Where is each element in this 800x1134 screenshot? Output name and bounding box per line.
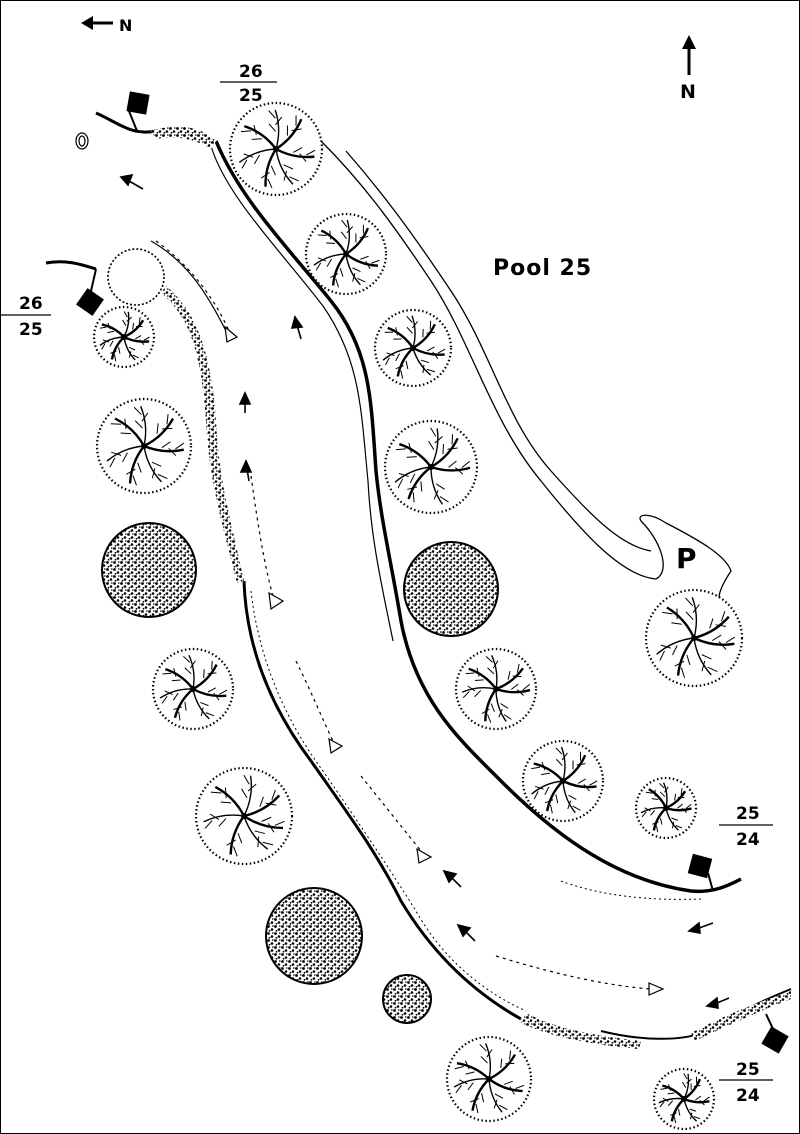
track-left [150,240,227,332]
deciduous-tree-icon [92,305,156,369]
eddy-arrows [119,173,730,1009]
deciduous-tree-icon [373,308,453,388]
parking-loop [639,514,732,599]
deciduous-tree-icon [652,1067,716,1131]
flow-line [295,660,334,742]
beat-lower-number: 24 [736,830,760,850]
eddy-arrow-icon [687,921,701,934]
beat-boundary-right-upper: 25 24 [719,804,773,850]
beat-upper-number: 26 [239,62,263,82]
beat-upper-number: 25 [736,1060,760,1080]
north-arrow-head-icon [81,16,93,30]
flow-line [250,475,274,597]
north-arrow-head-icon [682,35,696,49]
eddy-arrow-icon [239,459,253,473]
bank-shading [151,126,791,1049]
bank-east-main [214,140,742,894]
beat-upper-number: 26 [19,294,43,314]
marker-square-icon [761,1026,789,1054]
bank-left-stub [45,260,97,271]
deciduous-tree-icon [521,739,605,823]
beat-boundary-left: 26 25 [1,294,51,340]
eddy-arrow-icon [442,869,458,884]
deciduous-tree-icon [644,588,744,688]
eddy-arrow-icon [705,996,719,1009]
beat-upper-number: 25 [736,804,760,824]
flow-line [495,955,652,990]
deciduous-tree-icon [228,101,324,197]
beat-lower-number: 24 [736,1086,760,1106]
marker-post [707,872,714,892]
deciduous-tree-icon [95,397,193,495]
eddy-arrow-icon [238,391,252,405]
eddy-arrow-icon [290,315,304,329]
flow-arrows [155,240,665,996]
conifer-tree-icon [101,522,197,618]
pool-title: Pool 25 [493,256,592,281]
deciduous-tree-icon [151,647,235,731]
deciduous-tree-icon [445,1035,533,1123]
deciduous-tree-icon [454,647,538,731]
bank-east-inner [210,145,394,642]
deciduous-tree-icon [107,248,165,306]
beat-lower-number: 25 [19,320,43,340]
bank-top-left [95,111,157,134]
shading-bottom [521,1013,641,1049]
eddy-line [716,997,730,1004]
shading-left [161,286,244,583]
flow-arrow-open-icon [416,847,433,864]
deciduous-tree-icon [383,419,479,515]
flow-arrow-open-icon [328,737,344,755]
flow-line [155,240,230,332]
eddy-arrow-icon [119,173,134,187]
flow-arrow-open-icon [224,325,239,343]
bank-west-main [242,580,522,1021]
north-arrow-top-left: N [81,16,132,35]
shading-top [151,126,216,149]
shading-bottom-right [691,991,791,1041]
beat-boundary-top: 26 25 [220,62,277,106]
parking-label: P [676,542,697,575]
flow-arrow-open-icon [648,982,665,996]
flow-line [360,775,422,852]
marker-square-icon [76,288,104,316]
north-arrow-top-right: N [680,35,696,103]
eddy-line [698,922,714,929]
access-road-inner [345,150,652,552]
beat-boundary-right-lower: 25 24 [719,1060,773,1106]
spiral-icon [75,132,89,150]
north-label-top-left: N [119,16,132,35]
channel-banks [45,111,792,1040]
access-road-outer [320,140,657,580]
conifer-tree-icon [403,541,499,637]
marker-post [128,110,138,132]
bank-south-east-inner [560,880,702,900]
eddy-arrow-icon [456,923,472,938]
beat-lower-number: 25 [239,86,263,106]
deciduous-tree-icon [194,766,294,866]
conifer-tree-icon [265,887,363,985]
trees-layer [92,101,744,1131]
marker-square-icon [126,91,150,115]
bank-west-inner [250,590,527,1012]
flow-arrow-open-icon [268,591,285,611]
deciduous-tree-icon [304,212,388,296]
eddy-line [128,180,144,190]
marker-post [90,268,97,292]
marker-square-icon [687,853,713,879]
beat-markers [76,91,789,1054]
north-label-top-right: N [680,81,696,103]
conifer-tree-icon [382,974,432,1024]
deciduous-tree-icon [634,776,698,840]
